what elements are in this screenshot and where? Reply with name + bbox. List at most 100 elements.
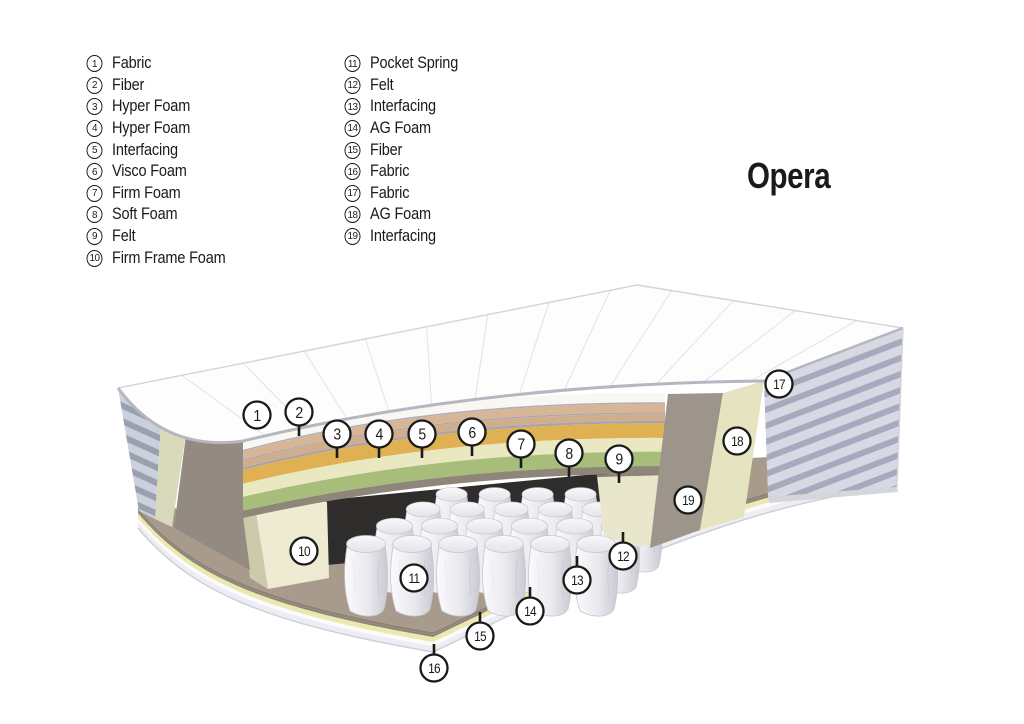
bottom-outer-hairline — [137, 486, 898, 653]
legend-label: Interfacing — [370, 97, 436, 116]
frame-foam-left-side — [243, 512, 268, 589]
legend-item: 18 AG Foam — [344, 204, 470, 226]
callout-circle — [457, 417, 487, 447]
callout-12: 12 — [608, 532, 638, 571]
quilt-seam — [474, 314, 489, 399]
legend-label: Hyper Foam — [112, 119, 191, 138]
quilt-seam — [656, 300, 734, 384]
layer-visco-foam — [243, 423, 665, 484]
legend-item: 7 Firm Foam — [86, 183, 241, 205]
legend-item: 13 Interfacing — [344, 96, 470, 118]
legend-number: 10 — [86, 249, 103, 267]
callout-circle — [284, 397, 314, 427]
quilted-top-surface — [118, 285, 903, 443]
legend-label: Pocket Spring — [370, 54, 459, 73]
callout-3: 3 — [322, 419, 352, 458]
legend-item: 14 AG Foam — [344, 118, 470, 140]
legend-number: 12 — [344, 76, 361, 94]
callout-number: 12 — [617, 548, 629, 564]
callout-circle — [407, 419, 437, 449]
legend-number: 7 — [86, 184, 103, 202]
callout-circle — [419, 653, 449, 683]
callout-circle — [289, 536, 319, 566]
legend-item: 4 Hyper Foam — [86, 118, 241, 140]
quilt-seam — [303, 350, 347, 419]
legend-label: AG Foam — [370, 119, 431, 138]
legend-number: 2 — [86, 76, 103, 94]
legend-label: Fiber — [112, 75, 145, 94]
legend-number: 4 — [86, 120, 103, 138]
callout-number: 8 — [565, 445, 572, 463]
legend-item: 19 Interfacing — [344, 226, 470, 248]
callout-number: 13 — [571, 572, 583, 588]
legend-number: 6 — [86, 163, 103, 181]
quilt-seam — [752, 320, 858, 381]
legend-item: 11 Pocket Spring — [344, 53, 470, 75]
legend-number: 14 — [344, 120, 361, 138]
callout-circle — [465, 621, 495, 651]
top-back-edges — [117, 284, 904, 389]
legend-label: Fiber — [370, 140, 403, 159]
top-piping-edge — [116, 379, 765, 445]
callout-6: 6 — [457, 417, 487, 456]
quilt-seam — [519, 302, 550, 394]
legend-number: 19 — [344, 228, 361, 246]
legend-item: 12 Felt — [344, 75, 470, 97]
right-interfacing-band — [650, 393, 723, 548]
callout-number: 16 — [428, 660, 440, 676]
rail-top-edge — [596, 472, 665, 478]
callout-number: 9 — [615, 451, 622, 469]
right-border-fabric-panel — [764, 328, 903, 497]
legend-label: AG Foam — [370, 205, 431, 224]
legend-number: 11 — [344, 55, 361, 73]
layer-hyper-foam — [243, 403, 665, 460]
legend-label: Felt — [370, 75, 394, 94]
callout-number: 18 — [731, 433, 743, 449]
callout-circle — [608, 541, 638, 571]
legend-number: 5 — [86, 141, 103, 159]
legend-label: Interfacing — [370, 227, 436, 246]
callout-14: 14 — [515, 587, 545, 626]
callout-1: 1 — [242, 400, 272, 430]
callout-number: 1 — [253, 407, 260, 425]
callout-circle — [515, 596, 545, 626]
callout-18: 18 — [722, 426, 752, 456]
quilt-seam — [564, 290, 611, 390]
legend-label: Fabric — [370, 183, 410, 202]
callout-circle — [399, 563, 429, 593]
callout-circle — [604, 444, 634, 474]
callout-circle — [562, 565, 592, 595]
legend-label: Firm Foam — [112, 183, 181, 202]
right-bottom-sliver — [768, 487, 898, 503]
callout-11: 11 — [399, 563, 429, 593]
legend-label: Fabric — [370, 162, 410, 181]
legend-number: 18 — [344, 206, 361, 224]
legend-label: Visco Foam — [112, 162, 187, 181]
callout-number: 11 — [409, 570, 421, 586]
product-title: Opera — [747, 155, 831, 196]
layer-soft-foam — [243, 451, 665, 511]
callout-number: 3 — [333, 426, 340, 444]
callout-4: 4 — [364, 419, 394, 458]
legend-label: Fabric — [112, 54, 152, 73]
callout-circle — [673, 485, 703, 515]
quilt-seam — [610, 290, 673, 387]
legend-label: Hyper Foam — [112, 97, 191, 116]
frame-foam-rail-right — [597, 474, 668, 547]
legend-number: 13 — [344, 98, 361, 116]
callout-2: 2 — [284, 397, 314, 436]
pocket-spring — [343, 534, 389, 617]
quilt-seam — [426, 326, 433, 405]
callout-number: 14 — [524, 603, 536, 619]
callout-number: 7 — [517, 436, 524, 454]
left-ag-foam-band — [155, 408, 188, 527]
callout-number: 17 — [773, 376, 785, 392]
